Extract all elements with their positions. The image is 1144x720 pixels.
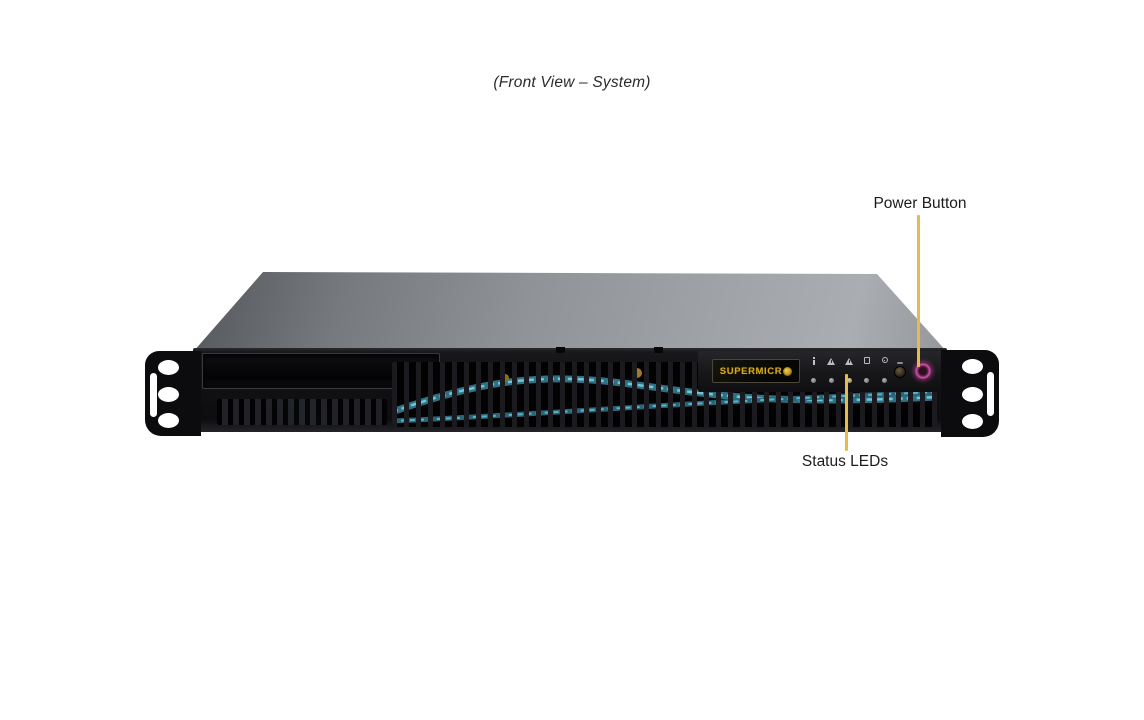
figure-title: (Front View – System): [493, 74, 651, 91]
mounting-hole: [158, 413, 179, 428]
rack-ear-left: [145, 351, 201, 436]
hdd-activity-icon: [863, 357, 870, 364]
power-fail-led-dot: [846, 378, 852, 383]
ear-handle-slot: [150, 373, 157, 417]
status-leds-label: Status LEDs: [801, 453, 889, 470]
vent-grille-main: [392, 362, 937, 427]
network-led: [879, 357, 890, 383]
cover-latch-notch: [654, 347, 663, 353]
hdd-led-dot: [864, 378, 870, 383]
network-led-dot: [882, 378, 887, 383]
vent-grille-left: [217, 399, 387, 425]
info-led-dot: [811, 378, 816, 383]
mounting-hole: [962, 414, 983, 429]
status-leds-pointer-line: [845, 374, 848, 451]
status-led-cluster: [808, 357, 890, 387]
uid-button: [894, 362, 906, 378]
front-control-panel: SUPERMICR: [698, 351, 945, 392]
power-warning-icon: [845, 358, 853, 365]
overheat-warning-icon: [827, 358, 836, 365]
mounting-hole: [962, 387, 983, 402]
power-button-pointer-line: [917, 215, 920, 367]
overheat-led: [826, 357, 837, 383]
network-activity-icon: [881, 357, 888, 363]
hdd-led: [861, 357, 872, 383]
mounting-hole: [158, 387, 179, 402]
mounting-hole: [962, 359, 983, 374]
drive-bay-slot: [209, 375, 431, 380]
rack-ear-right: [941, 350, 999, 437]
info-led: [808, 357, 819, 383]
supermicro-logo-text: SUPERMICR: [719, 365, 783, 377]
overheat-led-dot: [828, 378, 834, 383]
supermicro-logo: SUPERMICR: [712, 359, 800, 383]
power-fail-led: [844, 357, 855, 383]
cover-latch-notch: [556, 347, 565, 353]
chassis-top-face: [193, 272, 947, 352]
mounting-hole: [158, 360, 179, 375]
power-button-label: Power Button: [873, 195, 967, 212]
ear-handle-slot: [987, 372, 994, 416]
supermicro-globe-icon: [783, 366, 793, 376]
info-icon: [812, 357, 815, 365]
chassis-front-face: SUPERMICR: [193, 347, 947, 432]
